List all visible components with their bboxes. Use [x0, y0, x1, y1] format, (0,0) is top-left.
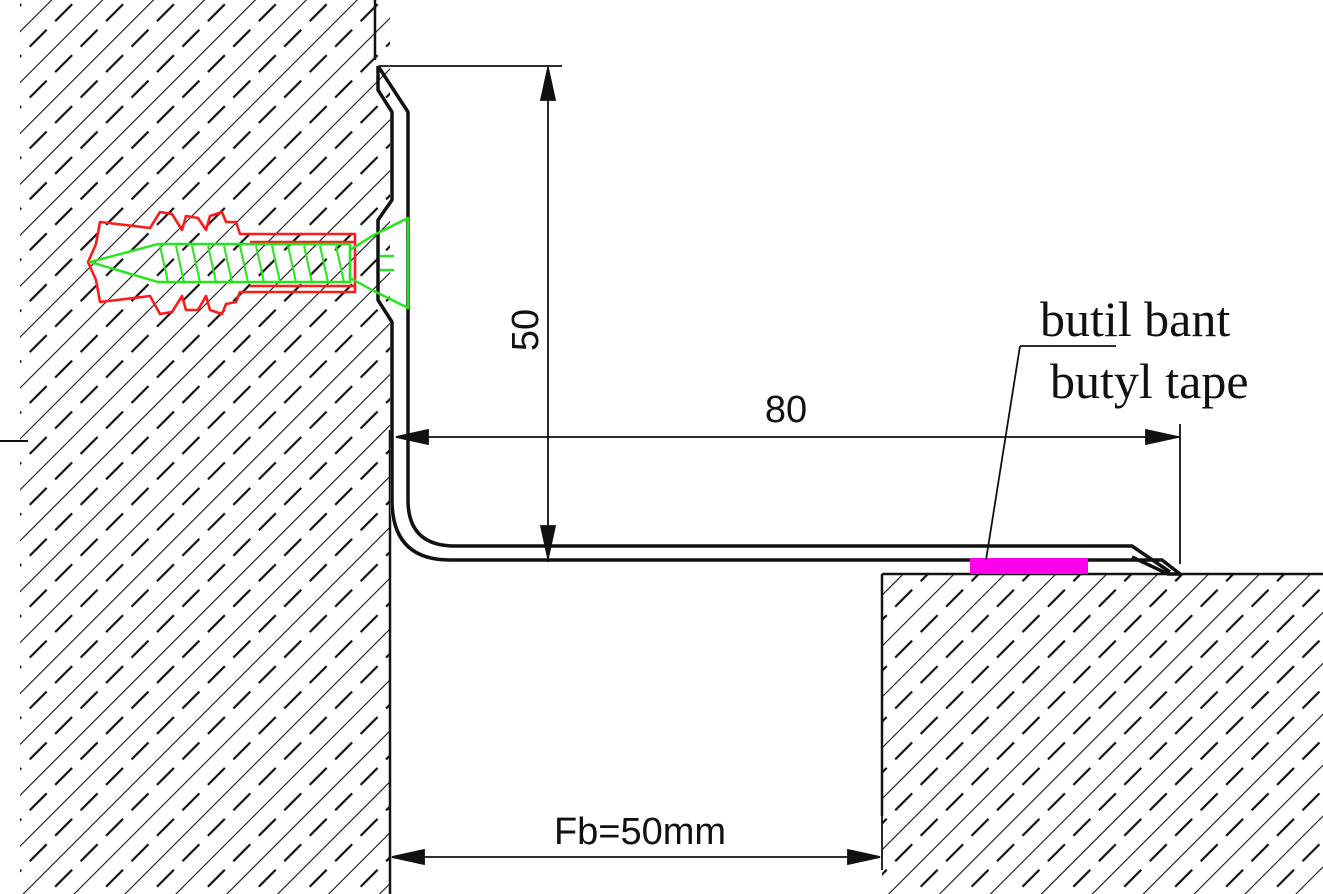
dimension-vertical-label: 50 [505, 309, 547, 351]
angle-profile [376, 65, 1182, 576]
tape-label-turkish: butil bant [1040, 291, 1230, 347]
tape-label-english: butyl tape [1050, 353, 1249, 409]
screw [88, 216, 410, 310]
tape-leader [985, 345, 1116, 561]
dimension-vertical [380, 65, 562, 562]
dowel [86, 210, 357, 316]
floor-substrate [880, 572, 1323, 894]
dimension-horizontal-label: 80 [765, 389, 807, 431]
dimension-gap [389, 816, 883, 870]
butyl-tape [970, 558, 1088, 574]
dimension-gap-label: Fb=50mm [554, 811, 726, 853]
dimension-horizontal [395, 424, 1181, 564]
wall-substrate [20, 0, 392, 894]
